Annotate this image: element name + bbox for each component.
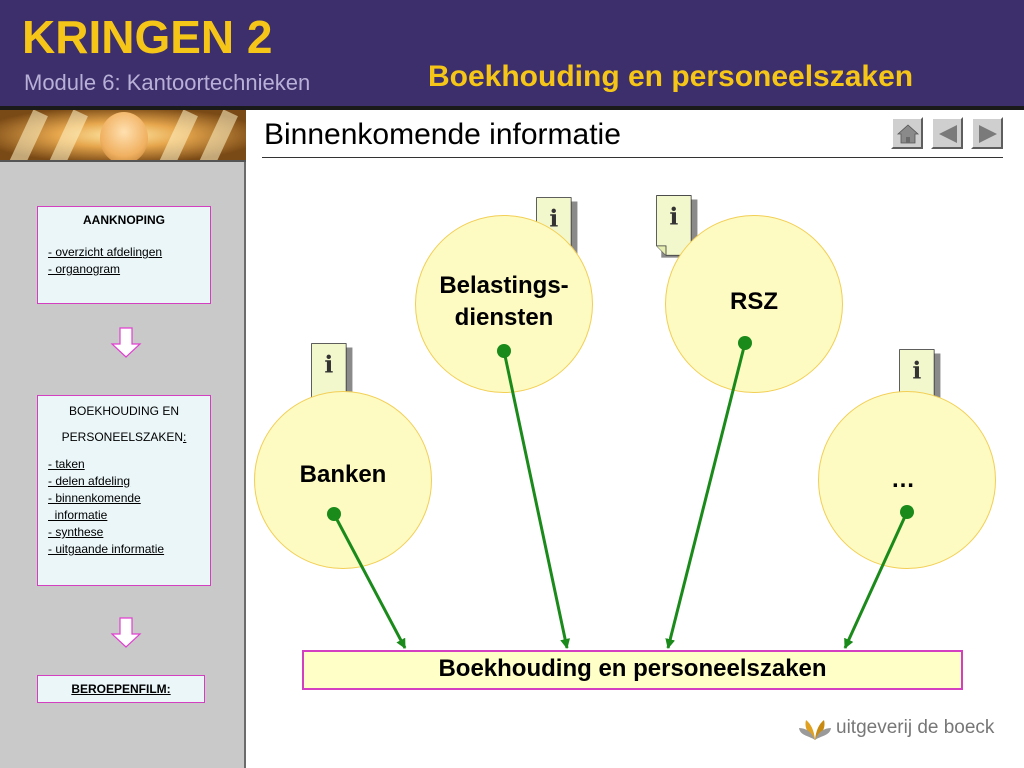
title-divider <box>262 157 1003 158</box>
home-icon <box>896 124 920 144</box>
target-label: Boekhouding en personeelszaken <box>438 655 827 682</box>
nav-link-informatie[interactable]: informatie <box>48 508 108 522</box>
nav-link-overzicht-afdelingen[interactable]: - overzicht afdelingen <box>48 245 163 259</box>
source-label-other: … <box>891 466 915 493</box>
nav-link-synthese[interactable]: - synthese <box>48 525 104 539</box>
source-label-belastingsdiensten: Belastings- diensten <box>439 272 569 331</box>
forward-button[interactable] <box>971 117 1003 149</box>
nav-link-organogram[interactable]: - organogram <box>48 262 121 276</box>
nav-box-boekhouding[interactable]: BOEKHOUDING EN PERSONEELSZAKEN: - taken … <box>37 395 211 586</box>
home-button[interactable] <box>891 117 923 149</box>
nav-box-aanknoping[interactable]: AANKNOPING - overzicht afdelingen - orga… <box>37 206 211 304</box>
sidebar-banner-image <box>0 110 246 160</box>
source-label-rsz: RSZ <box>730 288 778 315</box>
arrow-belastingsdiensten <box>502 350 571 649</box>
page-title: Binnenkomende informatie <box>264 118 621 151</box>
nav-link-uitgaande-informatie[interactable]: - uitgaande informatie <box>48 542 165 556</box>
publisher-logo-icon <box>799 720 831 740</box>
sidebar-divider <box>0 160 246 162</box>
module-label: Module 6: Kantoortechnieken <box>24 70 311 95</box>
arrow-down-icon <box>110 327 142 358</box>
svg-text:ℹ: ℹ <box>324 351 333 379</box>
svg-text:ℹ: ℹ <box>912 357 921 385</box>
nav-link-beroepenfilm[interactable]: BEROEPENFILM: <box>71 682 171 696</box>
triangle-left-icon <box>939 125 957 143</box>
back-button[interactable] <box>931 117 963 149</box>
nav-link-delen-afdeling[interactable]: - delen afdeling <box>48 474 131 488</box>
information-document-icon: ℹ <box>656 195 698 258</box>
face-image <box>100 112 148 160</box>
nav-link-taken[interactable]: - taken <box>48 457 85 471</box>
svg-text:ℹ: ℹ <box>669 203 678 231</box>
nav-box-title: AANKNOPING <box>82 213 165 227</box>
nav-link-binnenkomende[interactable]: - binnenkomende <box>48 491 141 505</box>
svg-text:ℹ: ℹ <box>549 205 558 233</box>
header-divider <box>0 106 1024 110</box>
publisher-name: uitgeverij de boeck <box>836 717 995 738</box>
target-box <box>302 650 963 690</box>
arrow-down-icon <box>110 617 142 648</box>
header-bar <box>0 0 1024 106</box>
nav-box-title: BOEKHOUDING EN PERSONEELSZAKEN: <box>61 404 187 444</box>
source-label-banken: Banken <box>299 461 387 488</box>
module-subject: Boekhouding en personeelszaken <box>428 60 914 93</box>
app-title: KRINGEN 2 <box>22 11 273 63</box>
nav-box-beroepenfilm[interactable]: BEROEPENFILM: <box>37 675 205 703</box>
triangle-right-icon <box>979 125 997 143</box>
